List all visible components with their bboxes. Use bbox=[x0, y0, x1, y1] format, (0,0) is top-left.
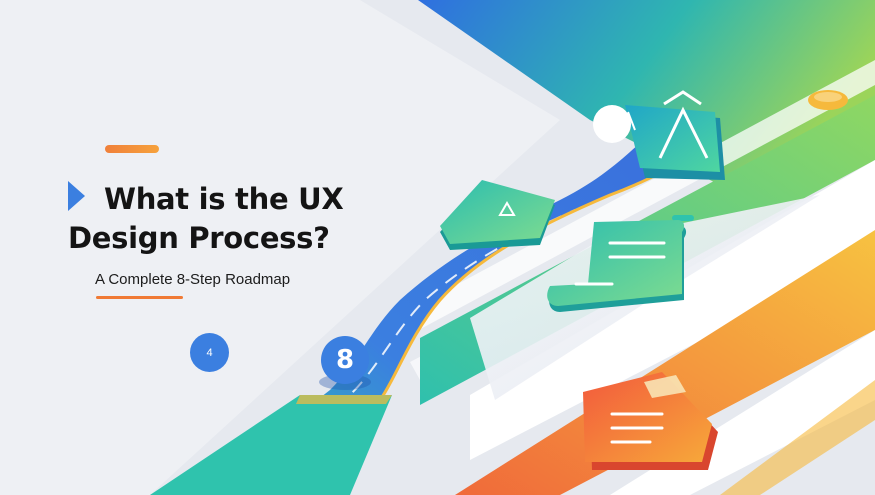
circle-icon bbox=[593, 105, 631, 143]
document-card-orange bbox=[583, 372, 718, 470]
step-badge: 4 bbox=[190, 333, 229, 372]
subtitle-underline bbox=[96, 296, 183, 299]
accent-bar bbox=[105, 145, 159, 153]
road-step-number: 8 bbox=[335, 345, 355, 375]
mountain-card bbox=[593, 90, 725, 180]
document-card bbox=[547, 215, 694, 312]
subtitle: A Complete 8-Step Roadmap bbox=[95, 271, 291, 288]
yellow-stripe bbox=[720, 380, 875, 495]
triangle-card bbox=[440, 180, 555, 250]
title-line-2: Design Process? bbox=[68, 221, 330, 255]
title-line-1: What is the UX bbox=[104, 182, 344, 216]
mountain-icon bbox=[658, 106, 709, 159]
road-marker bbox=[321, 336, 369, 384]
light-stripe bbox=[400, 60, 875, 340]
road-base-edge bbox=[296, 395, 392, 404]
play-icon bbox=[68, 181, 85, 211]
white-lane bbox=[470, 160, 875, 460]
page-title: What is the UX Design Process? bbox=[68, 180, 388, 258]
road-base bbox=[150, 395, 392, 495]
triangle-icon bbox=[498, 201, 516, 216]
orange-stripe bbox=[455, 230, 875, 495]
